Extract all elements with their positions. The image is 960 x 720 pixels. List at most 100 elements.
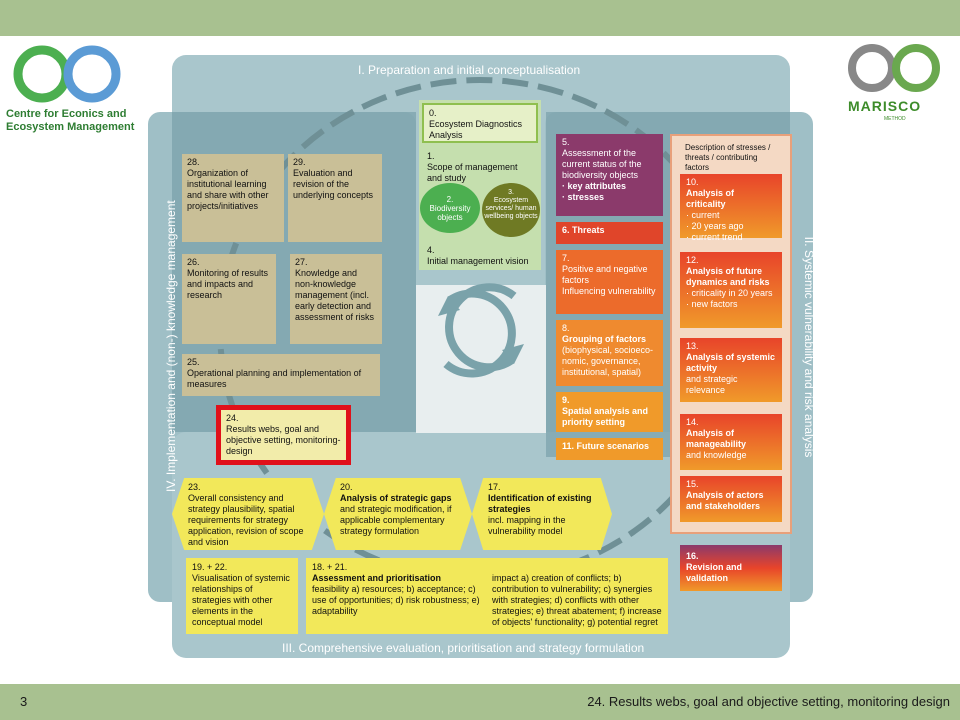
step-16-label: Revision and validation [686, 562, 743, 583]
step-12-sub1: · criticality in 20 years [686, 288, 773, 298]
step-27-number: 27. [295, 257, 308, 267]
step-16[interactable]: 16. Revision and validation [680, 548, 782, 590]
step-29[interactable]: 29. Evaluation and revision of the under… [288, 154, 382, 242]
step-19-22[interactable]: 19. + 22. Visualisation of systemic rela… [186, 558, 298, 634]
step-14-number: 14. [686, 417, 699, 427]
step-26[interactable]: 26. Monitoring of results and impacts an… [182, 254, 276, 344]
step-5-sub1: · key attributes [562, 181, 627, 191]
slide-caption: 24. Results webs, goal and objective set… [587, 694, 950, 709]
phase-1-label: I. Preparation and initial conceptualisa… [358, 63, 581, 77]
centre-logo: Centre for Econics and Ecosystem Managem… [0, 40, 140, 140]
step-5[interactable]: 5. Assessment of the current status of t… [556, 134, 663, 216]
step-4-number: 4. [427, 245, 435, 255]
step-0-number: 0. [429, 108, 437, 118]
step-9-number: 9. [562, 395, 570, 405]
step-20-label: Analysis of strategic gaps [340, 493, 452, 503]
step-2[interactable]: 2. Biodiversity objects [420, 183, 480, 233]
step-17[interactable]: 17. Identification of existing strategie… [472, 478, 612, 550]
step-1-number: 1. [427, 151, 435, 161]
step-14[interactable]: 14. Analysis of manageability and knowle… [680, 414, 782, 470]
step-29-label: Evaluation and revision of the underlyin… [293, 168, 374, 200]
step-18-label: Assessment and prioritisation [312, 573, 442, 583]
step-7-label: Positive and negative factors [562, 264, 648, 285]
phase-2-label: II. Systemic vulnerability and risk anal… [802, 236, 816, 458]
step-17-label: Identification of existing strategies [488, 493, 592, 514]
step-10-label: Analysis of criticality [686, 188, 735, 209]
step-12-label: Analysis of future dynamics and risks [686, 266, 770, 287]
step-13[interactable]: 13. Analysis of systemic activity and st… [680, 338, 782, 402]
step-28[interactable]: 28. Organization of institutional learni… [182, 154, 284, 242]
step-25-number: 25. [187, 357, 200, 367]
step-3[interactable]: 3. Ecosystem services/ human wellbeing o… [482, 183, 540, 237]
step-28-label: Organization of institutional learning a… [187, 168, 269, 211]
footer-bar: 3 24. Results webs, goal and objective s… [0, 684, 960, 720]
step-20-number: 20. [340, 482, 353, 492]
step-18-21[interactable]: 18. + 21. Assessment and prioritisation … [306, 558, 668, 634]
step-10-sub2: · 20 years ago [686, 221, 744, 231]
step-6[interactable]: 6. Threats [556, 222, 663, 244]
step-5-label: Assessment of the current status of the … [562, 148, 642, 180]
step-24-highlighted[interactable]: 24. Results webs, goal and objective set… [216, 405, 351, 465]
marisco-text: MARISCO [848, 98, 922, 114]
step-1-label: Scope of management and study [427, 162, 518, 183]
marisco-logo: MARISCO METHOD [838, 40, 950, 130]
marisco-sub: METHOD [884, 116, 906, 122]
phase-4-label: IV. Implementation and (non-) knowledge … [164, 200, 178, 492]
step-12[interactable]: 12. Analysis of future dynamics and risk… [680, 252, 782, 328]
stress-description: Description of stresses / threats / cont… [685, 143, 771, 172]
step-9[interactable]: 9. Spatial analysis and priority setting [556, 392, 663, 432]
marisco-infinity-icon [848, 44, 940, 92]
step-28-number: 28. [187, 157, 200, 167]
step-7[interactable]: 7. Positive and negative factors Influen… [556, 250, 663, 314]
step-0[interactable]: 0. Ecosystem Diagnostics Analysis [422, 103, 538, 143]
step-23[interactable]: 23. Overall consistency and strategy pla… [172, 478, 324, 550]
step-15-number: 15. [686, 479, 699, 489]
step-24-label: Results webs, goal and objective setting… [226, 424, 341, 456]
step-26-label: Monitoring of results and impacts and re… [187, 268, 269, 300]
step-5-number: 5. [562, 137, 570, 147]
step-13-label: Analysis of systemic activity [686, 352, 776, 373]
step-25-label: Operational planning and implementation … [187, 368, 362, 389]
phase-3-label: III. Comprehensive evaluation, prioritis… [282, 641, 645, 655]
slide-number: 3 [20, 694, 28, 709]
step-24-number: 24. [226, 413, 239, 423]
step-27-label: Knowledge and non-knowledge management (… [295, 268, 375, 322]
step-12-number: 12. [686, 255, 699, 265]
step-23-number: 23. [188, 482, 201, 492]
step-13-sub: and strategic relevance [686, 374, 738, 395]
step-14-label: Analysis of manageability [686, 428, 747, 449]
step-19-number: 19. + 22. [192, 562, 228, 572]
step-9-label: Spatial analysis and priority setting [562, 406, 649, 427]
step-8-number: 8. [562, 323, 570, 333]
step-19-label: Visualisation of systemic relationships … [192, 573, 290, 627]
step-20-sub: and strategic modification, if applicabl… [340, 504, 452, 536]
step-4-label: Initial management vision [427, 256, 529, 266]
step-18-feasibility: feasibility a) resources; b) acceptance;… [312, 584, 480, 616]
step-5-sub2: · stresses [562, 192, 605, 202]
step-3-number: 3. [508, 189, 514, 196]
step-13-number: 13. [686, 341, 699, 351]
step-8[interactable]: 8. Grouping of factors (biophysical, soc… [556, 320, 663, 386]
step-15[interactable]: 15. Analysis of actors and stakeholders [680, 476, 782, 522]
step-20[interactable]: 20. Analysis of strategic gaps and strat… [324, 478, 472, 550]
step-8-sub: (biophysical, socioeco-nomic, governance… [562, 345, 654, 377]
step-14-sub: and knowledge [686, 450, 747, 460]
step-1[interactable]: 1. Scope of management and study [422, 148, 538, 183]
step-7-number: 7. [562, 253, 570, 263]
step-10[interactable]: 10. Analysis of criticality · current · … [680, 174, 782, 242]
step-23-label: Overall consistency and strategy plausib… [188, 493, 304, 547]
step-27[interactable]: 27. Knowledge and non-knowledge manageme… [290, 254, 382, 344]
step-25[interactable]: 25. Operational planning and implementat… [182, 354, 380, 396]
step-15-label: Analysis of actors [686, 490, 764, 500]
step-12-sub2: · new factors [686, 299, 738, 309]
step-4[interactable]: 4. Initial management vision [422, 242, 538, 268]
step-29-number: 29. [293, 157, 306, 167]
step-26-number: 26. [187, 257, 200, 267]
step-18-number: 18. + 21. [312, 562, 348, 572]
step-10-number: 10. [686, 177, 699, 187]
step-11[interactable]: 11. Future scenarios [556, 438, 663, 460]
logo-text-line2: Ecosystem Management [6, 121, 135, 133]
step-2-number: 2. [446, 195, 454, 204]
step-7-sub: Influencing vulnerability [562, 286, 656, 296]
top-bar [0, 0, 960, 36]
